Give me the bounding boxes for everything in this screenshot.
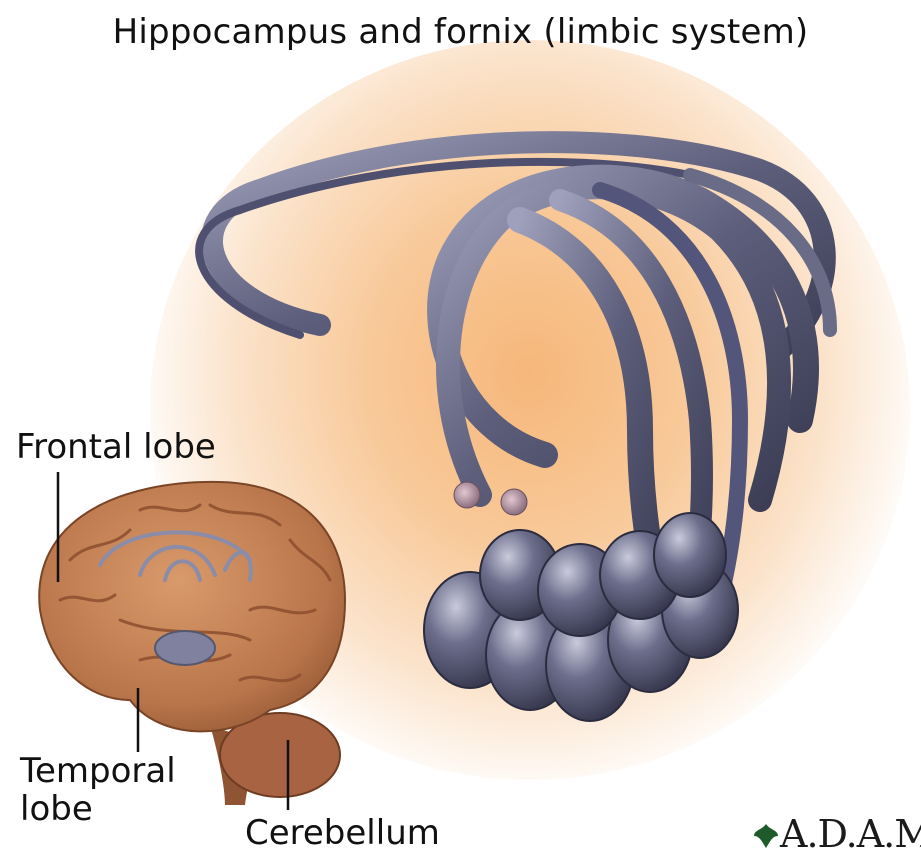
hippocampus [424,513,738,721]
adam-logo: A.D.A.M. [780,812,921,856]
label-frontal-lobe: Frontal lobe [16,428,216,466]
label-cerebellum: Cerebellum [245,814,440,852]
adam-leaf-icon [752,822,780,850]
label-temporal-lobe: Temporal lobe [20,752,176,828]
